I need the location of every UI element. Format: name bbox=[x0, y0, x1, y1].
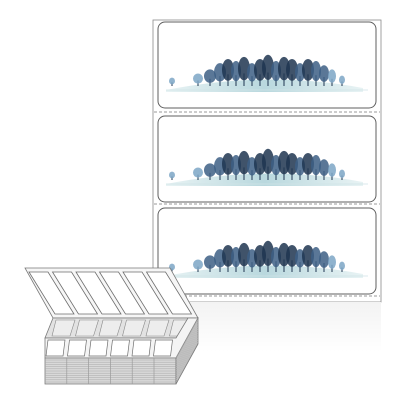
stack-edges bbox=[44, 317, 199, 385]
stack-layer-line bbox=[175, 333, 199, 374]
tree-crown bbox=[339, 169, 345, 178]
tree-crown bbox=[302, 244, 314, 267]
stack-top-fold bbox=[24, 267, 199, 319]
stack-middle-fold bbox=[44, 317, 200, 339]
label-list bbox=[157, 21, 377, 295]
stack-label-cell bbox=[51, 319, 76, 337]
stack-layer-line bbox=[175, 320, 199, 361]
tree-crown bbox=[238, 242, 250, 267]
hill bbox=[166, 79, 363, 92]
tree-crown bbox=[339, 75, 345, 85]
tree-crown bbox=[328, 255, 336, 269]
stack-layer-line bbox=[175, 322, 199, 363]
tree-crown bbox=[339, 261, 345, 270]
stack-label-cell bbox=[98, 271, 146, 315]
tree-crown bbox=[169, 171, 175, 179]
tree-crown bbox=[193, 259, 203, 270]
tree-crown bbox=[238, 150, 250, 175]
tree-crown bbox=[302, 58, 314, 81]
tree-crown bbox=[328, 163, 336, 177]
label-item bbox=[157, 115, 377, 203]
tree-crown bbox=[311, 155, 321, 176]
tree-crown bbox=[319, 65, 329, 82]
stack-label-cell bbox=[88, 339, 109, 357]
tree-crown bbox=[262, 148, 274, 174]
stack-layer-line bbox=[175, 324, 199, 365]
tree-crown bbox=[222, 244, 234, 267]
stack-label-cell bbox=[98, 319, 123, 337]
tree-crown bbox=[204, 69, 216, 83]
stack-layer-line bbox=[175, 317, 199, 359]
stack-layer-line bbox=[175, 335, 199, 376]
stack-label-cell bbox=[153, 339, 173, 357]
perforation-lines bbox=[154, 111, 380, 297]
stack-label-cell bbox=[122, 271, 169, 315]
tree-crown bbox=[193, 73, 203, 84]
stack-label-cell bbox=[75, 319, 99, 337]
tree-crown bbox=[311, 247, 321, 268]
stack-layer-line bbox=[175, 337, 199, 378]
stack-layer-line bbox=[175, 326, 199, 367]
stack-lower-fold bbox=[44, 317, 199, 359]
stack-label-cell bbox=[110, 339, 130, 357]
tree-crown bbox=[302, 152, 314, 175]
tree-line-landscape-icon bbox=[166, 54, 368, 92]
stack-layer-line bbox=[175, 339, 199, 381]
hill bbox=[166, 265, 363, 278]
label-item bbox=[157, 207, 377, 295]
tree-crown bbox=[319, 251, 329, 268]
stack-label-cell bbox=[28, 271, 75, 315]
tree-line-landscape-icon bbox=[166, 240, 368, 278]
tree-crown bbox=[328, 69, 336, 83]
tree-crown bbox=[204, 163, 216, 177]
folded-label-stack-icon bbox=[24, 267, 200, 385]
label-item bbox=[157, 21, 377, 109]
stack-label-cell bbox=[45, 339, 66, 357]
tree-crown bbox=[286, 244, 298, 267]
stack-label-cell bbox=[51, 271, 99, 315]
tree-crown bbox=[311, 61, 321, 82]
tree-line-landscape-icon bbox=[166, 148, 368, 186]
stack-label-cell bbox=[75, 271, 122, 315]
tree-crown bbox=[286, 58, 298, 81]
tree-crown bbox=[238, 56, 250, 81]
hill bbox=[166, 173, 363, 186]
tree-crown bbox=[222, 58, 234, 81]
tree-crown bbox=[169, 77, 175, 85]
tree-crown bbox=[286, 152, 298, 175]
stack-label-cell bbox=[67, 339, 87, 357]
stack-label-cell bbox=[145, 319, 170, 337]
tree-crown bbox=[262, 54, 274, 80]
stack-label-cell bbox=[122, 319, 146, 337]
tree-crown bbox=[222, 152, 234, 175]
tree-crown bbox=[204, 255, 216, 269]
tree-crown bbox=[262, 240, 274, 266]
stack-layer-line bbox=[175, 331, 199, 372]
stack-label-cell bbox=[131, 339, 152, 357]
stack-layer-line bbox=[175, 342, 199, 383]
tree-crown bbox=[193, 167, 203, 178]
stack-layer-line bbox=[175, 328, 199, 370]
stack-label-cell bbox=[145, 271, 193, 315]
tree-crown bbox=[319, 159, 329, 177]
